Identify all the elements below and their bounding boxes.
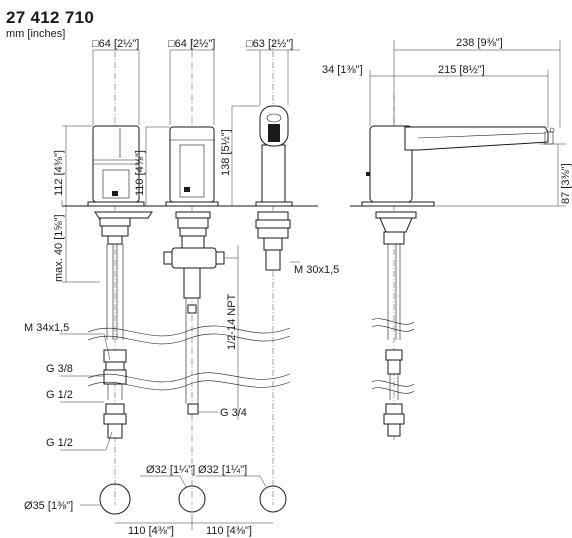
label-m34: M 34x1,5 xyxy=(24,322,69,334)
dimension-labels: □64 [2½"] □64 [2½"] □63 [2½"] 112 [4⅜"] … xyxy=(24,37,572,537)
dim-spout-height: 87 [3⅜"] xyxy=(560,163,572,204)
side-view xyxy=(361,125,555,207)
dim-body-offset: 34 [1⅜"] xyxy=(322,64,363,76)
dim-spacing-2: 110 [4⅜"] xyxy=(206,525,252,537)
under-counter-left xyxy=(94,211,153,439)
dimension-lines xyxy=(60,40,566,530)
unit-note: mm [inches] xyxy=(6,28,66,40)
dim-square-2: □64 [2½"] xyxy=(168,38,215,50)
label-npt: 1/2-14 NPT xyxy=(226,293,238,350)
break-lines xyxy=(87,318,415,394)
handle-left xyxy=(87,125,145,207)
center-lines xyxy=(114,40,395,505)
dim-overall-length: 238 [9⅜"] xyxy=(456,37,503,49)
dim-height-1: 112 [4⅜"] xyxy=(53,150,65,196)
dim-square-3: □63 [2½"] xyxy=(246,38,293,50)
dim-square-1: □64 [2½"] xyxy=(92,38,139,50)
dim-height-3: 138 [5½"] xyxy=(220,129,232,176)
thread-labels: M 34x1,5 M 30x1,5 G 3/8 G 1/2 G 1/2 G 3/… xyxy=(24,264,339,449)
dim-hole-dia-2: Ø32 [1¼"] xyxy=(198,464,247,476)
label-g34: G 3/4 xyxy=(220,407,247,419)
under-counter-spout xyxy=(255,211,291,271)
dim-max-depth: max. 40 [1⅝"] xyxy=(53,214,65,282)
dim-height-2: 110 [4⅜"] xyxy=(134,150,146,196)
handle-middle xyxy=(165,126,219,207)
label-g12-lower: G 1/2 xyxy=(46,437,73,449)
under-counter-middle xyxy=(163,211,225,415)
label-g38: G 3/8 xyxy=(46,363,73,375)
deck-holes xyxy=(99,483,287,515)
label-m30: M 30x1,5 xyxy=(294,264,339,276)
dim-spacing-1: 110 [4⅜"] xyxy=(128,525,174,537)
under-counter-side xyxy=(375,211,417,437)
spout-front xyxy=(255,105,293,207)
dim-rosette-dia: Ø35 [1⅜"] xyxy=(24,500,73,512)
part-number: 27 412 710 xyxy=(6,8,95,27)
dim-spout-reach: 215 [8½"] xyxy=(438,64,485,76)
label-g12-upper: G 1/2 xyxy=(46,389,73,401)
dim-hole-dia-1: Ø32 [1¼"] xyxy=(146,464,195,476)
